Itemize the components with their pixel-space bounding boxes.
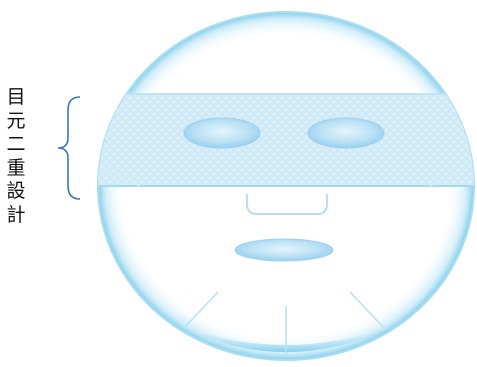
left-eye-cutout: [184, 118, 260, 148]
left-curly-brace-icon: [58, 97, 80, 199]
right-eye-cutout: [308, 118, 384, 148]
mouth-cutout: [235, 239, 333, 261]
eye-band: [96, 94, 476, 186]
